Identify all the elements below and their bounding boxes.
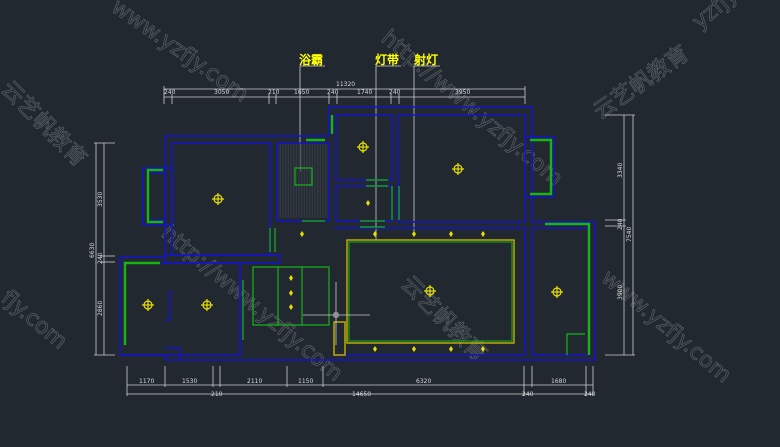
dimension-right: 3340 7540 240 3900 bbox=[605, 114, 635, 356]
spotlight-icon bbox=[481, 346, 485, 352]
bathroom-hatch bbox=[278, 144, 328, 218]
bath-heater-fixture bbox=[294, 167, 313, 186]
windows bbox=[123, 115, 591, 355]
dim-label: 3340 bbox=[617, 163, 624, 178]
dim-label: 1740 bbox=[357, 89, 372, 96]
ceiling-lamp-icon bbox=[424, 285, 436, 297]
dimension-left: 6630 3530 240 2860 bbox=[89, 142, 115, 356]
watermark-url: www.yzfjy.com bbox=[107, 0, 253, 107]
leader-labels: 浴霸 灯带 射灯 bbox=[299, 52, 440, 240]
dim-label: 240 bbox=[617, 218, 624, 230]
spotlight-icon bbox=[289, 290, 293, 296]
dim-label: 3050 bbox=[214, 89, 229, 96]
ceiling-lamp-icon bbox=[201, 299, 213, 311]
spotlights bbox=[289, 200, 485, 352]
dim-label: 2860 bbox=[97, 301, 104, 316]
spotlight-icon bbox=[481, 231, 485, 237]
dim-label: 240 bbox=[522, 391, 534, 398]
dim-label: 7540 bbox=[626, 227, 633, 242]
leader-line bbox=[413, 65, 440, 235]
spotlight-icon bbox=[289, 304, 293, 310]
spotlight-icon bbox=[412, 231, 416, 237]
ceiling-lamp-icon bbox=[212, 193, 224, 205]
watermark-url: yzfjy bbox=[688, 0, 743, 35]
spotlight-icon bbox=[412, 346, 416, 352]
spotlight-icon bbox=[449, 231, 453, 237]
dim-label: 1530 bbox=[182, 378, 197, 385]
cursor-crosshair bbox=[303, 282, 370, 345]
walls bbox=[119, 106, 596, 361]
dimension-top: 11320 240 3050 210 1650 240 1740 240 395… bbox=[163, 81, 526, 104]
spotlight-icon bbox=[449, 346, 453, 352]
dim-label: 11320 bbox=[336, 81, 355, 88]
dim-label: 3900 bbox=[617, 285, 624, 300]
dim-label: 240 bbox=[327, 89, 339, 96]
dim-label: 210 bbox=[268, 89, 280, 96]
label-bath-heater: 浴霸 bbox=[299, 52, 323, 67]
watermark-brand: 云艺帆教育 bbox=[396, 272, 491, 367]
spotlight-icon bbox=[366, 200, 370, 206]
dim-label: 3530 bbox=[97, 192, 104, 207]
light-strip bbox=[348, 241, 513, 342]
dim-label: 1170 bbox=[139, 378, 154, 385]
ceiling-lamp-icon bbox=[142, 299, 154, 311]
watermark-url: http://www.yzfjy.com bbox=[156, 220, 347, 386]
dim-label: 240 bbox=[389, 89, 401, 96]
spotlight-icon bbox=[373, 231, 377, 237]
cabinet bbox=[252, 266, 330, 326]
watermark-url: fjy.com bbox=[0, 285, 72, 354]
leader-line bbox=[375, 65, 401, 240]
dim-label: 1150 bbox=[298, 378, 313, 385]
dim-label: 210 bbox=[211, 391, 223, 398]
ceiling-lamps bbox=[142, 141, 563, 311]
dimension-bottom: 1170 1530 2110 1150 6320 1680 210 14650 … bbox=[126, 366, 596, 398]
dim-label: 240 bbox=[97, 252, 104, 264]
dim-label: 6320 bbox=[416, 378, 431, 385]
dim-label: 6630 bbox=[89, 243, 96, 258]
dim-label: 3950 bbox=[455, 89, 470, 96]
dim-label: 14650 bbox=[352, 391, 371, 398]
dim-label: 1680 bbox=[551, 378, 566, 385]
dim-label: 1650 bbox=[294, 89, 309, 96]
column bbox=[333, 321, 346, 356]
ceiling-recess bbox=[346, 239, 515, 344]
spotlight-icon bbox=[300, 231, 304, 237]
dim-label: 240 bbox=[584, 391, 596, 398]
watermark-brand: 云艺帆教育 bbox=[0, 77, 91, 172]
ceiling-lamp-icon bbox=[357, 141, 369, 153]
watermarks: 云艺帆教育 云艺帆教育 云艺帆教育 www.yzfjy.com http://w… bbox=[0, 0, 744, 389]
ceiling-lamp-icon bbox=[452, 163, 464, 175]
watermark-url: www.yzfjy.com bbox=[596, 265, 736, 388]
watermark-url: http://www.yzfjy.com bbox=[376, 25, 567, 191]
ceiling-lamp-icon bbox=[551, 286, 563, 298]
dim-label: 240 bbox=[164, 89, 176, 96]
dim-label: 2110 bbox=[247, 378, 262, 385]
watermark-brand: 云艺帆教育 bbox=[589, 41, 693, 125]
spotlight-icon bbox=[289, 275, 293, 281]
spotlight-icon bbox=[373, 346, 377, 352]
label-light-strip: 灯带 bbox=[375, 52, 399, 67]
label-spotlight: 射灯 bbox=[413, 52, 438, 67]
